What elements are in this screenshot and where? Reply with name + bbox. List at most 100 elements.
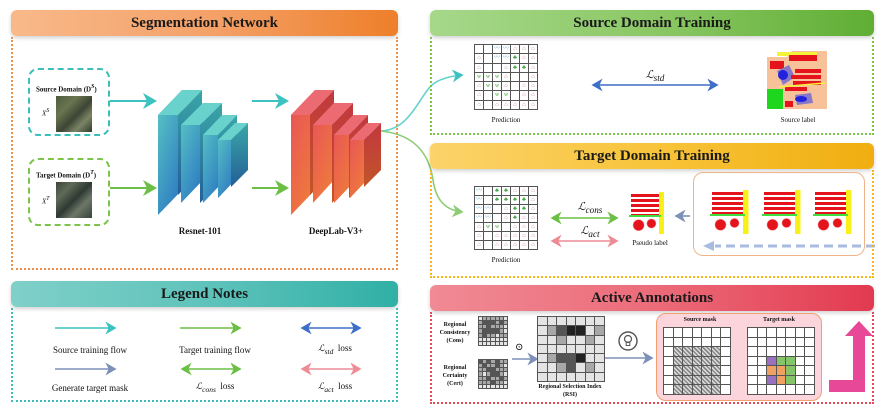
grid-cell <box>805 356 814 366</box>
grid-cell <box>499 333 503 337</box>
grid-cell <box>805 375 814 385</box>
grid-cell <box>495 380 499 384</box>
grid-cell <box>776 375 786 385</box>
grid-cell: ѡ <box>484 82 492 91</box>
grid-cell <box>520 72 528 82</box>
grid-cell <box>503 372 507 376</box>
pseudo-label-map <box>627 192 669 234</box>
grid-cell <box>757 375 767 385</box>
grid-cell <box>483 372 487 376</box>
grid-cell <box>495 325 499 329</box>
title-text: Active Annotations <box>590 289 714 306</box>
legend-mask-text: Generate target mask <box>51 383 129 393</box>
grid-cell <box>484 54 492 63</box>
grid-cell <box>767 356 776 366</box>
grid-cell: ⌂ <box>520 214 528 222</box>
grid-cell <box>483 384 487 388</box>
grid-cell: 〰 <box>475 187 483 195</box>
grid-cell <box>557 335 566 344</box>
grid-cell: ѡ <box>493 72 501 82</box>
grid-cell <box>664 337 673 347</box>
grid-cell <box>692 337 702 347</box>
grid-cell <box>585 344 595 354</box>
grid-cell: ⌂ <box>475 91 483 100</box>
grid-cell <box>479 333 483 337</box>
grid-cell <box>721 347 730 356</box>
grid-cell: ⌂ <box>529 100 537 109</box>
grid-cell <box>487 341 491 345</box>
grid-cell: ⌂ <box>529 232 537 240</box>
grid-cell: ⌂ <box>511 232 519 240</box>
source-mask-label: Source mask <box>683 317 717 323</box>
grid-cell <box>479 368 483 372</box>
grid-cell: ⌂ <box>511 241 519 249</box>
grid-cell <box>702 385 711 394</box>
grid-cell <box>566 344 576 354</box>
grid-cell <box>795 385 805 394</box>
grid-cell <box>757 366 767 375</box>
grid-cell <box>499 329 503 333</box>
source-image-var: XS <box>42 108 50 118</box>
grid-cell <box>767 347 776 356</box>
std-loss-label: ℒstd <box>645 69 665 84</box>
ensemble-prediction-3 <box>811 190 857 234</box>
grid-cell <box>479 380 483 384</box>
grid-cell <box>673 356 683 366</box>
grid-cell <box>776 347 786 356</box>
title-text: Legend Notes <box>160 285 249 302</box>
grid-cell <box>493 214 501 222</box>
grid-cell <box>557 363 566 372</box>
grid-cell <box>711 328 721 337</box>
grid-cell <box>499 368 503 372</box>
grid-cell: 〰 <box>502 54 510 63</box>
grid-cell <box>491 384 495 388</box>
legend-act-text: ℒact loss <box>317 381 353 394</box>
grid-cell: ⌂ <box>475 82 483 91</box>
grid-cell <box>547 372 557 381</box>
grid-cell <box>673 366 683 375</box>
target-mask-label: Target mask <box>763 317 795 323</box>
grid-cell <box>673 375 683 385</box>
grid-cell <box>503 341 507 345</box>
grid-cell <box>748 328 757 337</box>
grid-cell <box>683 366 692 375</box>
grid-cell <box>538 317 547 326</box>
grid-cell: ⌂ <box>520 223 528 231</box>
source-prediction-label: Prediction <box>491 116 521 124</box>
grid-cell <box>538 363 547 372</box>
grid-cell <box>511 72 519 82</box>
grid-cell <box>479 337 483 341</box>
grid-cell: ⌂ <box>520 241 528 249</box>
grid-cell <box>495 341 499 345</box>
source-mask-grid <box>663 327 731 395</box>
grid-cell <box>585 363 595 372</box>
grid-cell <box>547 344 557 354</box>
grid-cell: ⌂ <box>529 72 537 82</box>
grid-cell: ѡ <box>502 91 510 100</box>
grid-cell <box>683 337 692 347</box>
grid-cell <box>576 335 585 344</box>
grid-cell <box>767 337 776 347</box>
grid-cell: ♣ <box>511 196 519 204</box>
grid-cell <box>566 372 576 381</box>
grid-cell <box>673 347 683 356</box>
grid-cell <box>475 45 483 54</box>
grid-cell <box>692 375 702 385</box>
source-domain-training-panel <box>430 37 874 135</box>
grid-cell <box>786 328 795 337</box>
grid-cell <box>557 354 566 363</box>
grid-cell <box>683 328 692 337</box>
grid-cell <box>795 347 805 356</box>
grid-cell: ⌂ <box>529 82 537 91</box>
act-loss-label: ℒact <box>580 225 600 240</box>
grid-cell <box>721 328 730 337</box>
grid-cell <box>495 384 499 388</box>
grid-cell <box>776 385 786 394</box>
grid-cell <box>557 317 566 326</box>
grid-cell <box>483 325 487 329</box>
grid-cell <box>503 329 507 333</box>
grid-cell <box>479 364 483 368</box>
grid-cell <box>495 337 499 341</box>
grid-cell: ♣ <box>511 205 519 213</box>
